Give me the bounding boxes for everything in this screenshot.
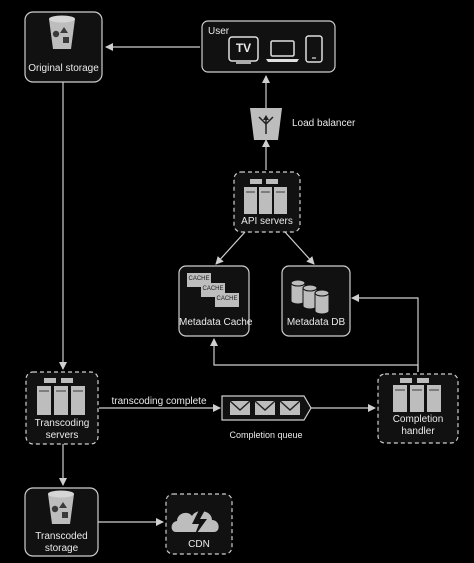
server-rack-icon <box>37 378 85 415</box>
transcoded-storage-label-line2: storage <box>44 543 79 554</box>
metadata-cache-node <box>178 265 250 337</box>
user-label: User <box>208 26 230 37</box>
completion-handler-node <box>377 373 459 444</box>
completion-handler-label-line2: handler <box>401 426 435 437</box>
transcoded-storage-label-line1: Transcoded <box>35 531 88 542</box>
metadata-cache-label: Metadata Cache <box>179 317 253 328</box>
server-rack-icon <box>393 378 441 412</box>
edge-api-to-metadata-cache <box>215 231 246 265</box>
api-servers-label: API servers <box>241 216 293 227</box>
edge-handler-to-metadata-cache <box>210 338 419 372</box>
envelope-icon <box>254 400 276 415</box>
completion-handler-label-line1: Completion <box>392 414 444 425</box>
bucket-icon <box>48 490 74 524</box>
completion-queue-icon <box>221 395 312 421</box>
mobile-phone-icon <box>305 35 323 63</box>
envelope-icon <box>229 400 251 415</box>
api-servers-node <box>233 171 301 233</box>
database-icon <box>290 279 330 315</box>
cloud-lightning-icon <box>171 510 219 537</box>
cache-stack-icon <box>187 273 239 307</box>
edge-handler-to-metadata-db <box>351 294 419 372</box>
edges <box>59 43 419 526</box>
transcoding-complete-label: transcoding complete <box>111 396 207 407</box>
cdn-node <box>165 493 233 555</box>
edge-api-to-metadata-db <box>284 231 315 265</box>
transcoded-storage-node <box>24 487 99 557</box>
transcoding-servers-label-line1: Transcoding <box>34 418 90 429</box>
cache-text: CACHE <box>202 286 224 292</box>
cdn-label: CDN <box>188 539 210 550</box>
bucket-icon <box>49 15 75 49</box>
metadata-db-label: Metadata DB <box>286 317 346 328</box>
metadata-db-node <box>281 265 351 337</box>
load-balancer-icon <box>250 108 282 140</box>
completion-queue-label: Completion queue <box>229 430 303 440</box>
cache-text: CACHE <box>216 296 238 302</box>
original-storage-node <box>24 11 103 83</box>
tv-icon <box>228 36 259 64</box>
server-rack-icon <box>244 179 287 214</box>
laptop-icon <box>266 40 299 62</box>
cache-text: CACHE <box>188 276 210 282</box>
tv-text: TV <box>235 41 252 55</box>
original-storage-label: Original storage <box>28 63 99 74</box>
transcoding-servers-node <box>25 371 99 445</box>
envelope-icon <box>279 400 301 415</box>
user-node <box>201 20 336 73</box>
load-balancer-label: Load balancer <box>292 118 356 129</box>
transcoding-servers-label-line2: servers <box>45 430 79 441</box>
